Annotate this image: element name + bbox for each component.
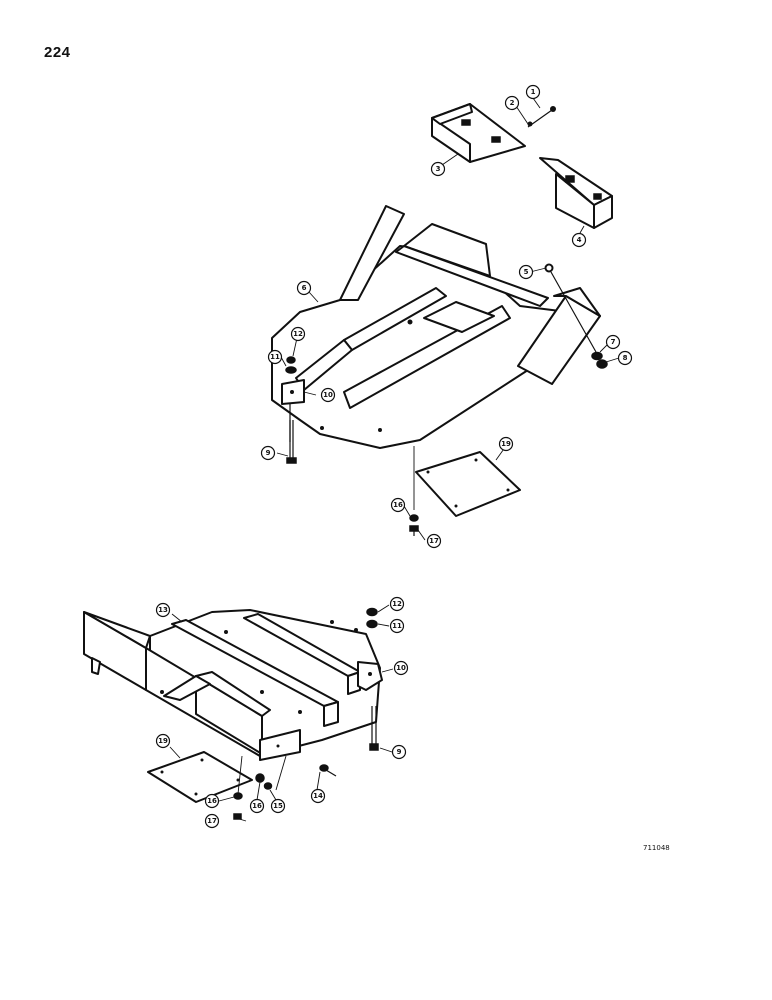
callout-10-upper: 10 bbox=[320, 387, 336, 403]
cover-plate-part-19-lower bbox=[147, 751, 253, 803]
callout-17-lower: 17 bbox=[204, 813, 220, 829]
callout-13: 13 bbox=[155, 602, 171, 618]
page-number: 224 bbox=[44, 44, 71, 61]
callout-8: 8 bbox=[617, 350, 633, 366]
svg-text:16: 16 bbox=[252, 802, 262, 810]
callout-9-upper: 9 bbox=[260, 445, 276, 461]
svg-text:6: 6 bbox=[302, 284, 307, 292]
svg-text:9: 9 bbox=[397, 748, 402, 756]
frame-part-13 bbox=[83, 609, 381, 761]
svg-text:11: 11 bbox=[270, 353, 280, 361]
callout-19-lower: 19 bbox=[155, 733, 171, 749]
bracket-part-4 bbox=[539, 157, 613, 229]
leader-lines bbox=[169, 97, 620, 822]
callout-16-lower-b: 16 bbox=[204, 793, 220, 809]
svg-text:10: 10 bbox=[323, 391, 333, 399]
svg-text:10: 10 bbox=[396, 664, 406, 672]
fasteners-11-12-lower bbox=[366, 607, 378, 629]
callout-11-lower: 11 bbox=[389, 618, 405, 634]
svg-text:19: 19 bbox=[158, 737, 168, 745]
callout-16-upper: 16 bbox=[390, 497, 406, 513]
callout-1: 1 bbox=[525, 84, 541, 100]
figure-code: 711048 bbox=[643, 844, 670, 852]
bolt-and-nuts-5-7-8 bbox=[544, 263, 608, 369]
mount-bracket-part-10-lower bbox=[357, 661, 383, 691]
callout-14: 14 bbox=[310, 788, 326, 804]
callout-5: 5 bbox=[518, 264, 534, 280]
svg-text:17: 17 bbox=[207, 817, 217, 825]
svg-text:8: 8 bbox=[623, 354, 628, 362]
callout-7: 7 bbox=[605, 334, 621, 350]
svg-text:4: 4 bbox=[577, 236, 582, 244]
svg-text:7: 7 bbox=[611, 338, 616, 346]
bracket-part-3 bbox=[431, 103, 526, 163]
fasteners-16-17-upper bbox=[409, 514, 419, 536]
fasteners-15-16-17-lower bbox=[233, 755, 273, 820]
svg-text:17: 17 bbox=[429, 537, 439, 545]
cover-plate-part-19-upper bbox=[413, 446, 521, 517]
svg-text:19: 19 bbox=[501, 440, 511, 448]
svg-text:15: 15 bbox=[273, 802, 283, 810]
svg-text:5: 5 bbox=[524, 268, 529, 276]
bolt-and-washer-1-2 bbox=[527, 106, 556, 128]
callout-2: 2 bbox=[504, 95, 520, 111]
bolt-part-9-upper bbox=[286, 420, 297, 464]
callout-11-upper: 11 bbox=[267, 349, 283, 365]
callout-12-upper: 12 bbox=[290, 326, 306, 342]
callout-12-lower: 12 bbox=[389, 596, 405, 612]
svg-text:11: 11 bbox=[392, 622, 402, 630]
svg-text:9: 9 bbox=[266, 449, 271, 457]
svg-text:16: 16 bbox=[393, 501, 403, 509]
svg-text:13: 13 bbox=[158, 606, 168, 614]
svg-text:2: 2 bbox=[510, 99, 515, 107]
svg-text:12: 12 bbox=[392, 600, 402, 608]
svg-text:3: 3 bbox=[436, 165, 441, 173]
callout-3: 3 bbox=[430, 161, 446, 177]
callout-6: 6 bbox=[296, 280, 312, 296]
svg-text:1: 1 bbox=[531, 88, 536, 96]
callout-9-lower: 9 bbox=[391, 744, 407, 760]
callout-19-upper: 19 bbox=[498, 436, 514, 452]
callout-17-upper: 17 bbox=[426, 533, 442, 549]
svg-text:12: 12 bbox=[293, 330, 303, 338]
svg-text:14: 14 bbox=[313, 792, 323, 800]
frame-part-6 bbox=[271, 205, 601, 449]
callout-10-lower: 10 bbox=[393, 660, 409, 676]
bolt-part-14 bbox=[319, 764, 337, 777]
svg-text:16: 16 bbox=[207, 797, 217, 805]
callout-15: 15 bbox=[270, 798, 286, 814]
bolt-part-9-lower bbox=[369, 706, 379, 751]
callout-4: 4 bbox=[571, 232, 587, 248]
mount-bracket-part-10 bbox=[281, 356, 305, 442]
callout-16-lower-a: 16 bbox=[249, 798, 265, 814]
